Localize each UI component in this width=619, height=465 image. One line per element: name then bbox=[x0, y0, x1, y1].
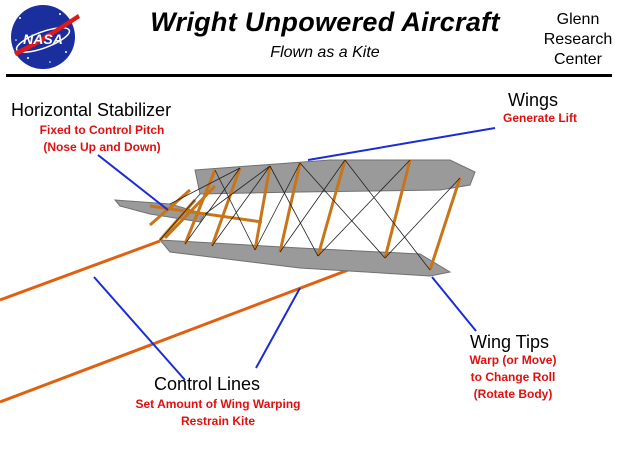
note-line: Set Amount of Wing Warping bbox=[135, 397, 301, 411]
wing-tips-label: Wing Tips bbox=[470, 332, 550, 352]
control-lines-note: Set Amount of Wing Warping Restrain Kite bbox=[118, 396, 318, 430]
center-name-line: Research bbox=[543, 31, 613, 48]
note-line: (Nose Up and Down) bbox=[43, 140, 161, 154]
wing-tips-note: Warp (or Move) to Change Roll (Rotate Bo… bbox=[448, 352, 578, 403]
rigging-wires bbox=[159, 159, 461, 271]
note-line: Fixed to Control Pitch bbox=[39, 123, 165, 137]
horizontal-stabilizer-label: Horizontal Stabilizer bbox=[11, 100, 172, 120]
note-line: Generate Lift bbox=[502, 111, 577, 125]
page-subtitle: Flown as a Kite bbox=[270, 44, 380, 61]
control-lines bbox=[0, 239, 386, 404]
note-line: Restrain Kite bbox=[180, 414, 256, 428]
lower-wing bbox=[158, 239, 452, 277]
center-name: Glenn Research Center bbox=[540, 10, 616, 70]
note-line: to Change Roll bbox=[470, 370, 556, 384]
center-name-line: Center bbox=[553, 51, 603, 68]
control-lines-label: Control Lines bbox=[154, 374, 261, 394]
header-divider bbox=[6, 74, 612, 77]
center-name-line: Glenn bbox=[556, 11, 600, 28]
leader-lines bbox=[93, 127, 496, 381]
page-title: Wright Unpowered Aircraft bbox=[150, 7, 500, 37]
wright-aircraft bbox=[113, 159, 476, 277]
nasa-logo: NASA bbox=[11, 5, 80, 69]
nasa-logo-text: NASA bbox=[23, 31, 63, 47]
struts bbox=[149, 159, 462, 271]
wings-note: Generate Lift bbox=[490, 110, 590, 127]
horizontal-stabilizer-note: Fixed to Control Pitch (Nose Up and Down… bbox=[12, 122, 192, 156]
note-line: Warp (or Move) bbox=[469, 353, 557, 367]
wings-label: Wings bbox=[508, 90, 559, 110]
note-line: (Rotate Body) bbox=[473, 387, 553, 401]
